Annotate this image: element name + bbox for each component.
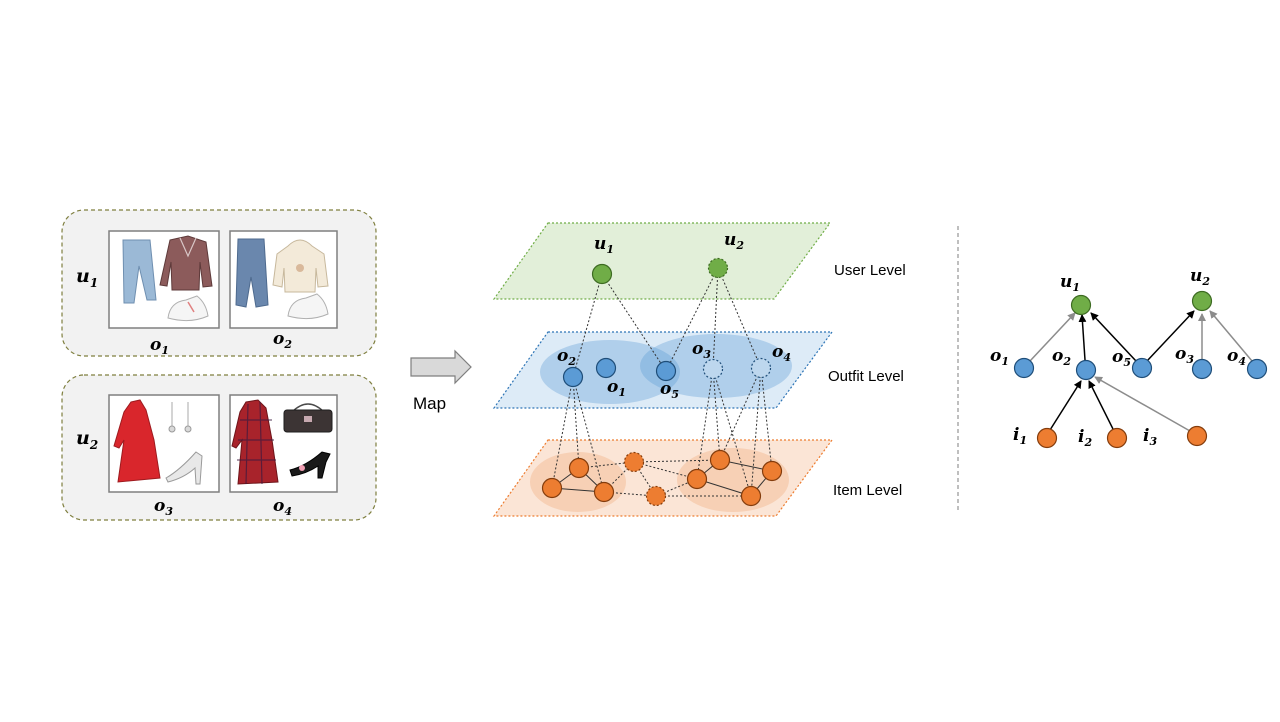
- graph-label-i3: i3: [1143, 426, 1157, 448]
- heel-icon: [289, 451, 331, 479]
- graph-node-i3: [1186, 425, 1208, 447]
- user-outfit-edges: [572, 267, 762, 378]
- graph-label-u1: u1: [1060, 272, 1080, 294]
- node-o1: [595, 357, 617, 379]
- edge-i2-o2: [1088, 380, 1114, 430]
- graph-node-o4: [1246, 358, 1268, 380]
- edge-o5-u2: [1146, 310, 1195, 362]
- jeans-icon: [122, 239, 157, 304]
- item-node: [740, 485, 762, 507]
- graph-node-o2: [1075, 359, 1097, 381]
- graph-label-o5: o5: [1112, 347, 1131, 369]
- edge-o2-u1: [1078, 314, 1087, 361]
- outfit-image-o1: [108, 230, 220, 329]
- graph-label-o2: o2: [1052, 346, 1071, 368]
- item-node: [568, 457, 590, 479]
- graph-node-u1: [1070, 294, 1092, 316]
- level-label-outfit: Outfit Level: [828, 368, 904, 385]
- graph-node-u2: [1191, 290, 1213, 312]
- propagation-graph: u1 u2 o1 o2 o5 o3 o4 i1 i2 i3: [990, 266, 1268, 449]
- mid-label-o5: o5: [660, 379, 679, 401]
- item-node: [623, 451, 645, 473]
- sneaker-icon-2: [287, 293, 329, 320]
- user-box-2: u2: [61, 374, 377, 521]
- node-o5: [655, 360, 677, 382]
- outfit-label-o3: o3: [154, 496, 173, 518]
- graph-node-i2: [1106, 427, 1128, 449]
- item-nodes: [541, 449, 783, 507]
- graph-label-i1: i1: [1013, 425, 1027, 447]
- outfit-label-o4: o4: [273, 496, 292, 518]
- item-node: [761, 460, 783, 482]
- edge-i1-o2: [1049, 380, 1082, 431]
- sneaker-icon: [167, 295, 209, 322]
- edge-i3-o2: [1094, 376, 1191, 432]
- handbag-icon: [283, 403, 333, 433]
- node-u1: [591, 263, 613, 285]
- edge-o5-u1: [1090, 312, 1137, 362]
- outfit-label-o1: o1: [150, 335, 169, 357]
- item-node: [541, 477, 563, 499]
- map-label: Map: [413, 394, 446, 413]
- outfit-image-o2: [229, 230, 338, 329]
- graph-label-o3: o3: [1175, 344, 1194, 366]
- hoodie-icon: [272, 239, 329, 293]
- earring-icon: [168, 402, 192, 433]
- user-label-2: u2: [76, 427, 98, 452]
- outfit-image-o4: [229, 394, 338, 493]
- hierarchy-diagram: u1 u2 o2 o1 o5 o3 o4 User Level Outfit L…: [492, 222, 906, 517]
- mid-label-o1: o1: [607, 377, 626, 399]
- user-label-1: u1: [76, 265, 98, 290]
- left-panel: u1: [61, 209, 377, 521]
- edge-o4-u2: [1209, 310, 1253, 362]
- node-o3: [702, 358, 724, 380]
- level-label-user: User Level: [834, 262, 906, 279]
- level-label-item: Item Level: [833, 482, 902, 499]
- graph-node-o1: [1013, 357, 1035, 379]
- node-o4: [750, 357, 772, 379]
- red-dress-icon: [113, 399, 161, 483]
- graph-node-i1: [1036, 427, 1058, 449]
- mid-label-u1: u1: [594, 234, 614, 256]
- item-node: [709, 449, 731, 471]
- graph-label-u2: u2: [1190, 266, 1210, 288]
- outfit-label-o2: o2: [273, 329, 292, 351]
- mid-label-u2: u2: [724, 230, 744, 252]
- graph-label-i2: i2: [1078, 427, 1092, 449]
- mid-label-o3: o3: [692, 339, 711, 361]
- item-node: [686, 468, 708, 490]
- graph-label-o4: o4: [1227, 346, 1246, 368]
- sweater-icon: [159, 235, 213, 291]
- outfit-image-o3: [108, 394, 220, 493]
- node-o2: [562, 366, 584, 388]
- graph-node-o3: [1191, 358, 1213, 380]
- denim-skirt-icon: [235, 238, 269, 308]
- edge-o1-u1: [1029, 312, 1076, 362]
- graph-label-o1: o1: [990, 346, 1009, 368]
- mid-label-o4: o4: [772, 342, 791, 364]
- user-level-plane: [492, 222, 832, 300]
- user-box-1: u1: [61, 209, 377, 357]
- node-u2: [707, 257, 729, 279]
- map-arrow: Map: [410, 349, 472, 413]
- mid-label-o2: o2: [557, 346, 576, 368]
- item-node: [645, 485, 667, 507]
- item-node: [593, 481, 615, 503]
- sandal-icon: [165, 451, 203, 485]
- graph-node-o5: [1131, 357, 1153, 379]
- plaid-dress-icon: [231, 399, 279, 485]
